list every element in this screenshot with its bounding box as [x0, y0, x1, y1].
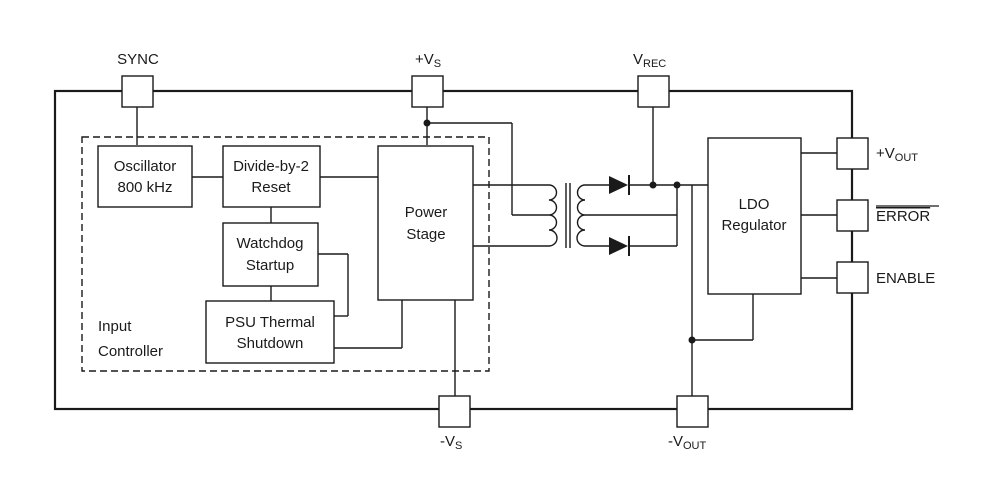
thermal-shutdown-block: PSU Thermal Shutdown [205, 300, 335, 364]
power-stage-block: Power Stage [377, 145, 474, 301]
pin-sync [121, 75, 154, 108]
watchdog-sublabel: Startup [246, 257, 294, 274]
vout-neg-pin-label-main: -V [668, 433, 683, 450]
divider-sublabel: Reset [251, 179, 291, 196]
pin-error [836, 199, 869, 232]
thermal-label: PSU Thermal [225, 314, 315, 331]
pin-vout-pos [836, 137, 869, 170]
vout-pos-pin-label-sub: OUT [895, 152, 919, 164]
junction-dot [423, 119, 431, 127]
vout-neg-pin-label: -VOUT [668, 433, 707, 452]
enable-pin-label: ENABLE [876, 270, 935, 287]
diode-lower [609, 236, 630, 256]
vs-neg-pin-label-sub: S [455, 440, 462, 452]
pin-vrec [637, 75, 670, 108]
error-pin-label: ERROR [876, 208, 930, 225]
divider-label: Divide-by-2 [233, 158, 309, 175]
ldo-label: LDO [739, 196, 770, 213]
ldo-regulator-block: LDO Regulator [707, 137, 802, 295]
pin-vs-neg [438, 395, 471, 428]
sync-pin-label: SYNC [117, 51, 159, 68]
input-controller-label-line2: Controller [98, 343, 163, 360]
junction-dot [688, 336, 696, 344]
pin-vs-pos [411, 75, 444, 108]
power-stage-label: Power [405, 204, 448, 221]
input-controller-label-line1: Input [98, 318, 132, 335]
wires [136, 107, 837, 396]
vout-pos-pin-label: +VOUT [876, 145, 918, 164]
transformer-symbol [548, 183, 586, 248]
vout-neg-pin-label-sub: OUT [683, 440, 707, 452]
input-controller-region [81, 136, 490, 372]
oscillator-label: Oscillator [114, 158, 177, 175]
diode-upper [609, 175, 630, 195]
vout-pos-pin-label-main: +V [876, 145, 895, 162]
pin-vout-neg [676, 395, 709, 428]
junction-dot [649, 181, 657, 189]
vs-pos-pin-label-main: +V [415, 51, 434, 68]
ldo-sublabel: Regulator [721, 217, 786, 234]
watchdog-block: Watchdog Startup [222, 222, 319, 287]
divider-block: Divide-by-2 Reset [222, 145, 321, 208]
oscillator-block: Oscillator 800 kHz [97, 145, 193, 208]
watchdog-label: Watchdog [237, 235, 304, 252]
oscillator-frequency: 800 kHz [117, 179, 172, 196]
power-stage-sublabel: Stage [406, 226, 445, 243]
pin-enable [836, 261, 869, 294]
vrec-pin-label: VREC [633, 51, 666, 70]
vs-pos-pin-label: +VS [415, 51, 441, 70]
vs-pos-pin-label-sub: S [434, 58, 441, 70]
thermal-sublabel: Shutdown [237, 335, 304, 352]
vrec-pin-label-sub: REC [643, 58, 666, 70]
vs-neg-pin-label: -VS [440, 433, 462, 452]
vs-neg-pin-label-main: -V [440, 433, 455, 450]
junction-dot [673, 181, 681, 189]
vrec-pin-label-main: V [633, 51, 643, 68]
